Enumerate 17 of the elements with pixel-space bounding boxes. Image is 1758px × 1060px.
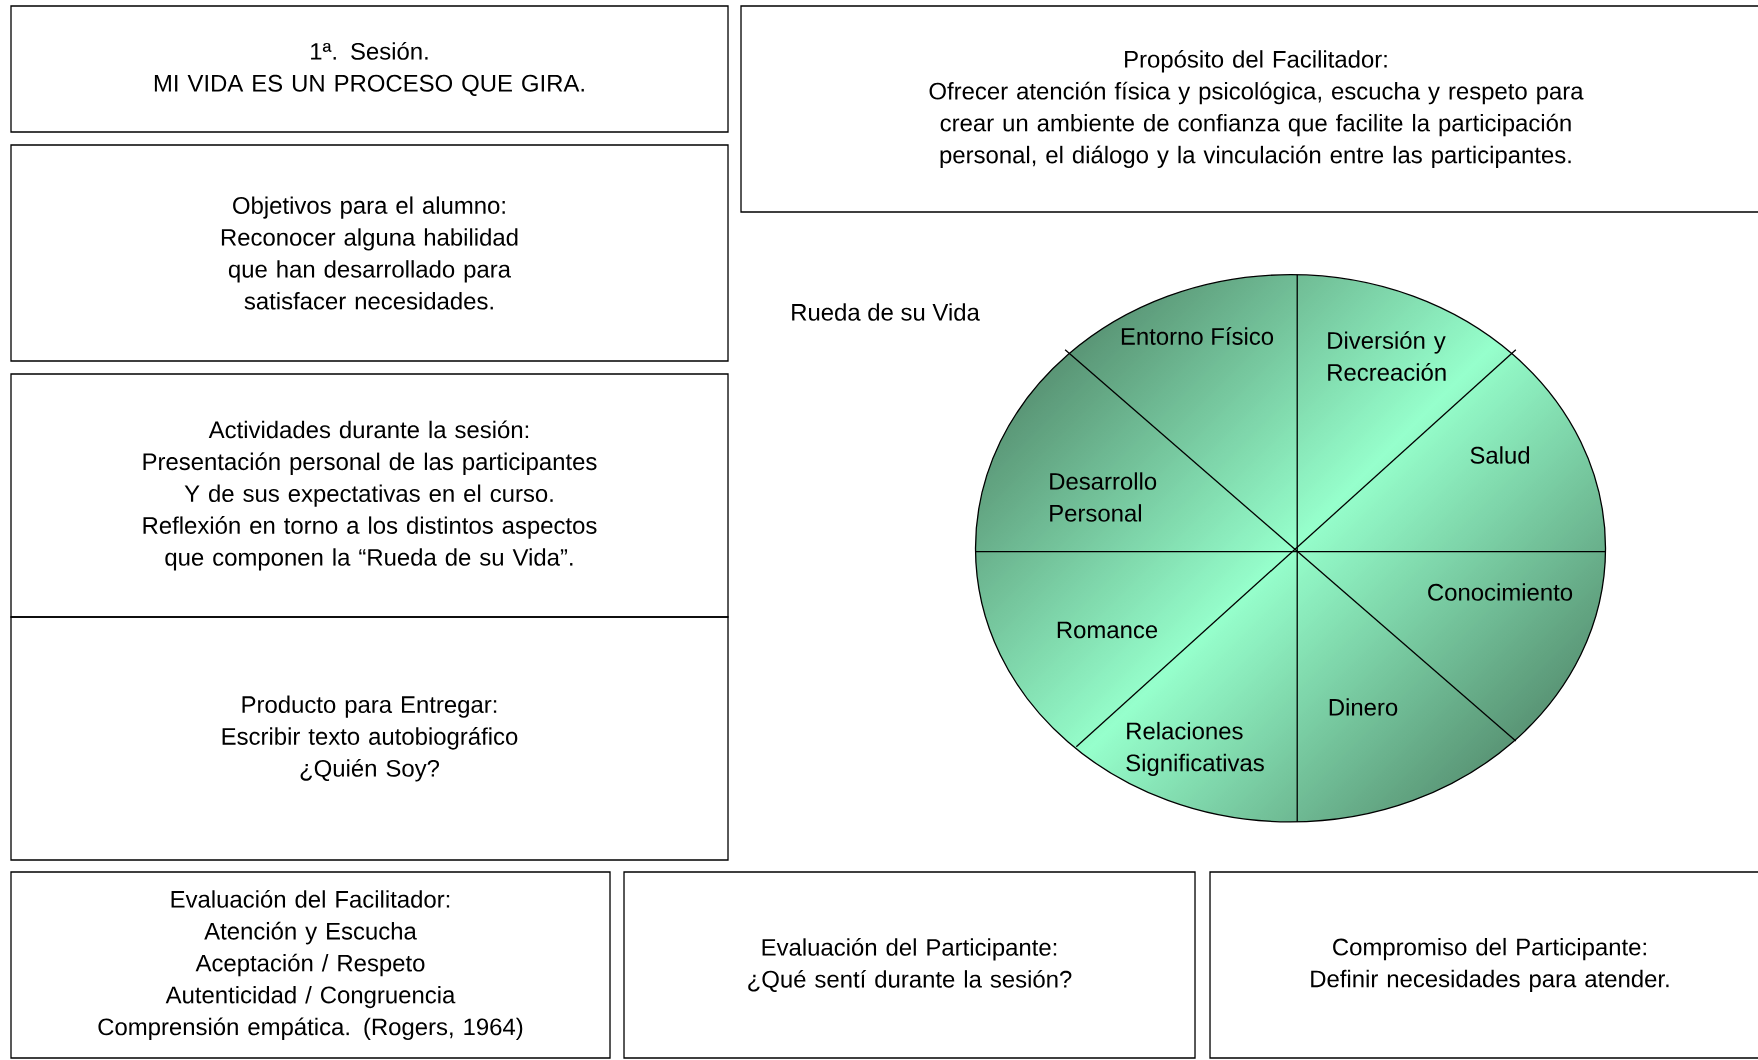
text-box: Compromiso del Participante: Definir necesidades para atender. <box>1209 871 1758 1059</box>
chart-title: Rueda de su Vida <box>792 303 980 321</box>
text-box: Producto para Entregar: Escribir texto autobiográfico ¿Quién Soy? <box>10 616 729 861</box>
text-box: Evaluación del Facilitador: Atención y Escucha Aceptación / Respeto Autenticidad / Congruencia Comprensión empática. (Rogers, 1964) <box>10 871 611 1059</box>
text-box: Evaluación del Participante: ¿Qué sentí durante la sesión? <box>623 871 1196 1059</box>
segment-label: Dinero <box>1329 698 1398 716</box>
text-box: Propósito del Facilitador: Ofrecer atención física y psicológica, escucha y respeto para crear un ambiente de confianza que facilite la participación personal, el diálogo y la vinculación entre las participantes. <box>740 5 1758 213</box>
segment-label: Entorno Físico <box>1121 327 1274 345</box>
text-box: Objetivos para el alumno: Reconocer alguna habilidad que han desarrollado para satisfacer necesidades. <box>10 144 729 362</box>
segment-label: Diversión y Recreación <box>1328 331 1446 381</box>
segment-label: Relaciones Significativas <box>1126 721 1264 777</box>
segment-label: Romance <box>1057 621 1158 639</box>
text-box: 1ª. Sesión. MI VIDA ES UN PROCESO QUE GIRA. <box>10 5 729 133</box>
segment-label: Desarrollo Personal <box>1050 472 1157 522</box>
text-box: Actividades durante la sesión: Presentación personal de las participantes Y de sus expectativas en el curso. Reflexión en torno a los distintos aspectos que componen la “Rueda de su Vida”. <box>10 373 729 618</box>
segment-label: Conocimiento <box>1428 583 1573 601</box>
segment-label: Salud <box>1470 446 1530 464</box>
